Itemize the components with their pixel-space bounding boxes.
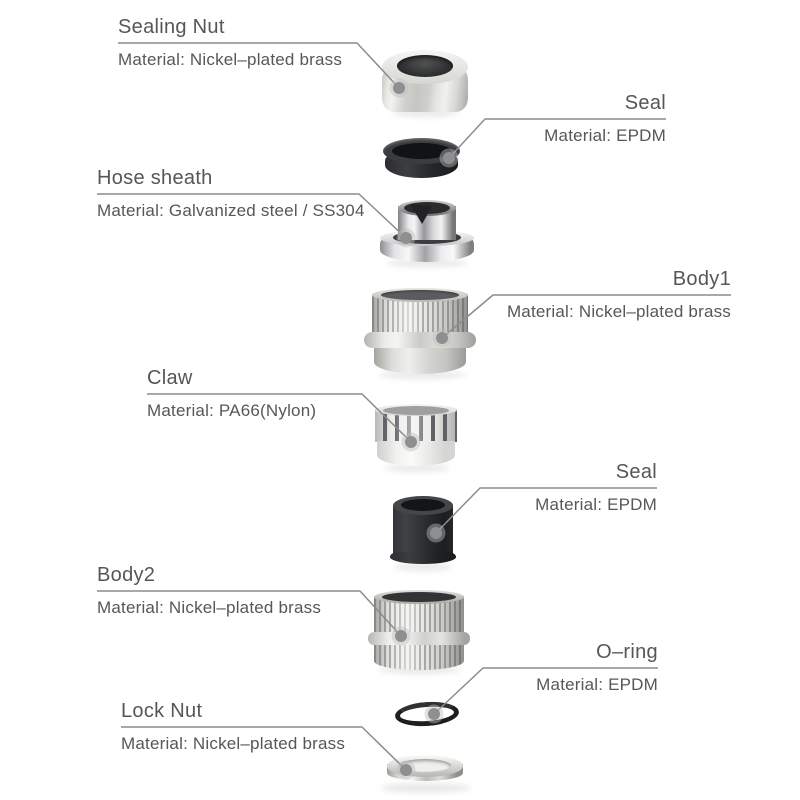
part-image-lock-nut [387, 755, 463, 789]
part-image-claw [373, 404, 459, 466]
part-material: Material: Nickel–plated brass [506, 302, 731, 321]
part-name: Body1 [672, 268, 731, 290]
part-shadow [378, 371, 466, 379]
part-shadow [381, 783, 471, 793]
callout-body2: Body2 Material: Nickel–plated brass [97, 564, 321, 618]
body1-hex-band [364, 332, 476, 348]
part-image-sealing-nut [382, 50, 468, 112]
part-image-o-ring [394, 699, 460, 729]
callout-body1: Body1 Material: Nickel–plated brass [507, 268, 731, 322]
part-name: Sealing Nut [118, 16, 225, 38]
part-shadow [386, 259, 468, 267]
body2-hex-band [368, 632, 470, 645]
part-shadow [378, 666, 462, 674]
callout-claw: Claw Material: PA66(Nylon) [147, 367, 316, 421]
claw-hole [383, 406, 449, 415]
part-name: Seal [624, 92, 666, 114]
seal-sleeve-hole [401, 499, 445, 511]
callout-seal-lower: Seal Material: EPDM [535, 461, 657, 515]
o-ring-torus [394, 699, 460, 729]
part-name: Hose sheath [97, 167, 213, 189]
part-shadow [392, 109, 458, 117]
callout-hose-sheath: Hose sheath Material: Galvanized steel /… [97, 167, 365, 221]
lock-nut-hole [399, 759, 451, 772]
callout-lock-nut: Lock Nut Material: Nickel–plated brass [121, 700, 345, 754]
part-material: Material: Nickel–plated brass [97, 598, 322, 617]
part-image-body2 [368, 590, 470, 670]
body1-hole [381, 290, 459, 300]
part-name: Lock Nut [121, 700, 203, 722]
part-shadow [384, 464, 450, 472]
seal-sleeve-flange [390, 552, 456, 564]
part-image-hose-sheath [380, 200, 474, 262]
part-name: O–ring [596, 641, 658, 663]
body2-lower-thread [374, 645, 464, 670]
callout-o-ring: O–ring Material: EPDM [536, 641, 658, 695]
part-material: Material: Galvanized steel / SS304 [97, 201, 365, 220]
part-material: Material: PA66(Nylon) [147, 401, 317, 420]
body2-hole [382, 592, 456, 602]
callout-sealing-nut: Sealing Nut Material: Nickel–plated bras… [118, 16, 342, 70]
part-image-body1 [364, 288, 476, 376]
sealing-nut-hole [397, 55, 453, 77]
part-name: Claw [147, 367, 193, 389]
part-material: Material: EPDM [544, 126, 666, 145]
claw-base [377, 441, 455, 466]
part-material: Material: EPDM [535, 495, 657, 514]
part-material: Material: EPDM [536, 675, 658, 694]
seal-hole [392, 143, 451, 159]
part-name: Seal [615, 461, 657, 483]
body1-lower-cylinder [374, 348, 466, 374]
part-material: Material: Nickel–plated brass [121, 734, 346, 753]
part-name: Body2 [97, 564, 156, 586]
part-image-seal-upper [383, 138, 460, 180]
part-shadow [394, 563, 452, 571]
callout-seal-upper: Seal Material: EPDM [544, 92, 666, 146]
part-material: Material: Nickel–plated brass [118, 50, 343, 69]
part-image-seal-lower [390, 496, 456, 566]
